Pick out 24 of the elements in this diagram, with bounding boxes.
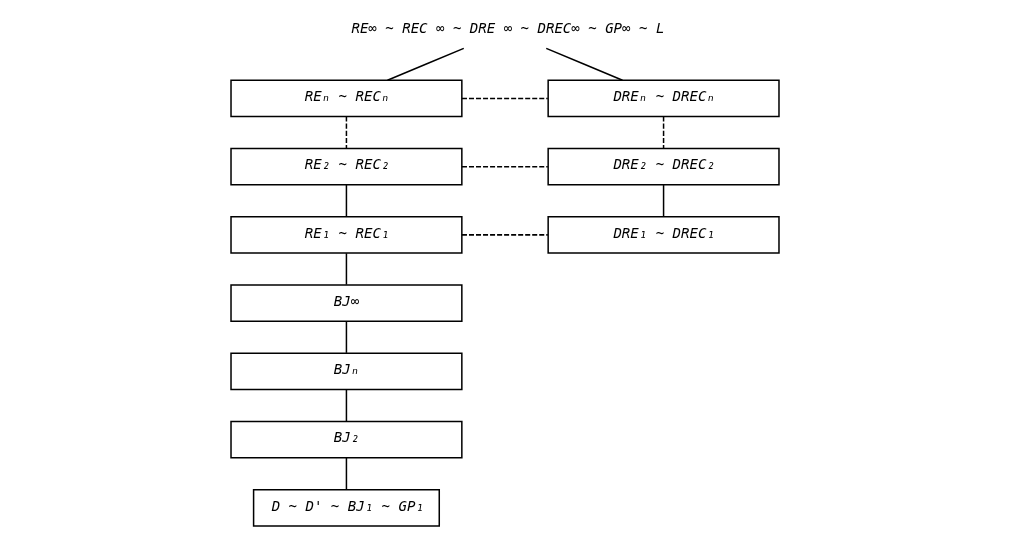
- node-box: DREₙ ~ DRECₙ: [546, 79, 780, 118]
- connector: [345, 389, 347, 422]
- node-box: REₙ ~ RECₙ: [229, 79, 463, 118]
- node-box: DRE₁ ~ DREC₁: [546, 216, 780, 254]
- connector: [662, 184, 664, 218]
- node-box: BJₙ: [229, 352, 463, 391]
- node-box: D ~ D' ~ BJ₁ ~ GP₁: [252, 489, 440, 527]
- connector: [386, 47, 464, 81]
- node-box: DRE₂ ~ DREC₂: [546, 147, 780, 186]
- node-box: BJ∞: [229, 284, 463, 322]
- node-box: RE₂ ~ REC₂: [229, 147, 463, 186]
- connector: [345, 116, 347, 149]
- node-box: RE₁ ~ REC₁: [229, 216, 463, 254]
- connector: [662, 116, 664, 149]
- connector: [460, 97, 549, 100]
- connector: [460, 234, 549, 236]
- connector: [345, 252, 347, 286]
- node-box: BJ₂: [229, 420, 463, 459]
- connector: [460, 165, 549, 168]
- connector: [345, 320, 347, 354]
- node-text: RE∞ ~ REC ∞ ~ DRE ∞ ~ DREC∞ ~ GP∞ ~ L: [350, 19, 664, 36]
- connector: [345, 184, 347, 218]
- connector: [345, 457, 347, 491]
- connector: [545, 47, 623, 81]
